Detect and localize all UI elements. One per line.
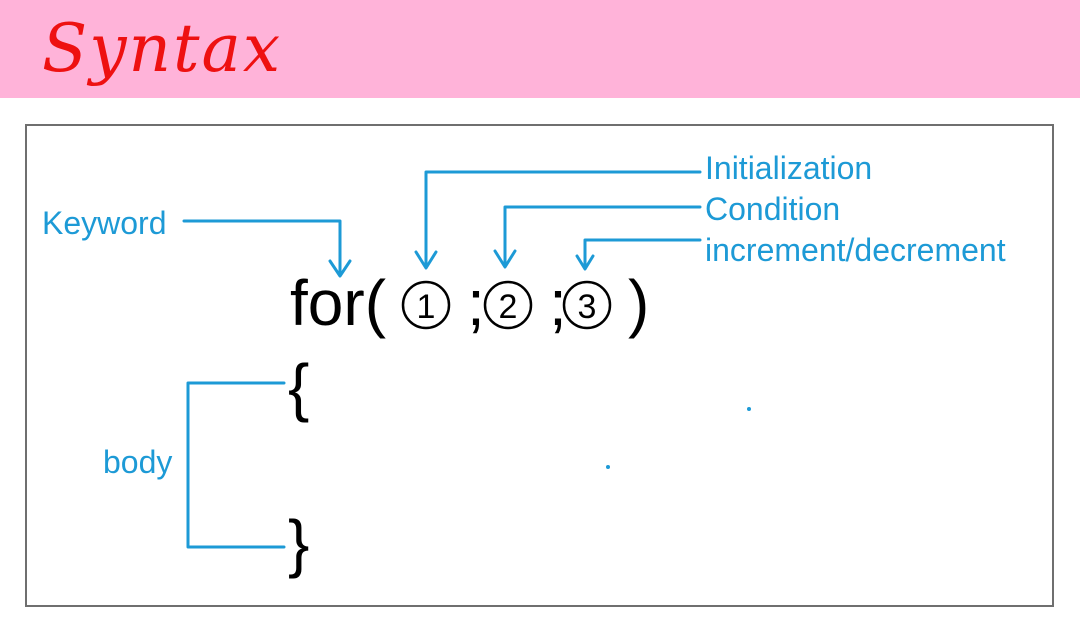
marker-2-text: 2 <box>499 288 518 326</box>
marker-2: 2 <box>483 280 533 330</box>
condition-connector <box>503 205 702 268</box>
open-brace: { <box>288 351 310 423</box>
body-bracket <box>186 381 286 549</box>
condition-label: Condition <box>705 191 841 227</box>
close-brace: } <box>288 507 310 579</box>
page-title: Syntax <box>42 10 283 87</box>
dot-mark <box>747 407 751 411</box>
marker-1-text: 1 <box>417 288 436 326</box>
marker-3-text: 3 <box>578 288 597 326</box>
increment-arrowhead <box>575 254 595 271</box>
close-paren: ) <box>628 267 650 339</box>
keyword-connector <box>182 219 342 277</box>
initialization-label: Initialization <box>705 150 873 186</box>
increment-decrement-label: increment/decrement <box>705 232 1006 268</box>
for-keyword: for( <box>290 267 386 339</box>
condition-arrowhead <box>493 249 517 269</box>
initialization-arrowhead <box>414 250 438 270</box>
body-label: body <box>103 444 173 480</box>
keyword-arrowhead <box>328 259 352 278</box>
header-bar: Syntax <box>0 0 1080 98</box>
separator-1: ; <box>467 267 485 339</box>
initialization-connector <box>424 170 702 269</box>
diagram-panel <box>25 124 1054 607</box>
keyword-label: Keyword <box>42 205 167 241</box>
marker-1: 1 <box>401 280 451 330</box>
increment-connector <box>583 238 702 270</box>
marker-3: 3 <box>562 280 612 330</box>
dot-mark <box>606 465 610 469</box>
separator-2: ; <box>549 267 567 339</box>
